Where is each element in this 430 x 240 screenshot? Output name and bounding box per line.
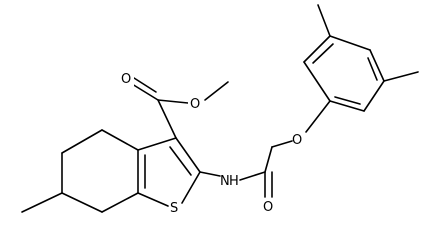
bond (204, 81, 229, 101)
amide-carbonyl-oxygen-label: O (263, 200, 273, 215)
ester-carbonyl-oxygen-label: O (121, 72, 131, 87)
amide-linker (199, 100, 331, 198)
bond (312, 43, 334, 64)
molecule-drawing: O O S N H O O (21, 4, 419, 216)
structure-canvas: O O S N H O O (21, 4, 419, 216)
bond (61, 129, 103, 154)
thiophene-ring (137, 137, 201, 207)
bond (334, 96, 361, 105)
methyl-bond (383, 71, 419, 82)
bond (133, 77, 157, 93)
bond (181, 171, 201, 204)
atom-labels: O O S N H O O (120, 70, 302, 216)
bond (305, 100, 331, 133)
thiophene-sulfur-label: S (170, 201, 178, 216)
bond (369, 49, 385, 82)
bond (303, 35, 331, 63)
bond (137, 137, 177, 151)
ester-ether-oxygen-label: O (190, 97, 200, 112)
bond (101, 129, 139, 151)
bond (329, 35, 371, 51)
methyl-bond (21, 192, 63, 213)
bond (303, 61, 331, 102)
amide-nitrogen-label: N (220, 174, 230, 189)
bond (199, 171, 221, 177)
bond (157, 99, 189, 104)
bond (271, 140, 293, 148)
amide-hydrogen-label: H (229, 174, 239, 189)
bond (169, 146, 192, 176)
methyl-ester (131, 77, 229, 139)
bond (101, 192, 139, 213)
methyl-bond (317, 4, 331, 37)
bond (61, 192, 103, 213)
bond (239, 171, 266, 181)
bond (131, 83, 159, 101)
bond (329, 100, 365, 112)
bond (367, 57, 378, 81)
bond (137, 192, 169, 207)
bond (264, 146, 273, 173)
bond (363, 80, 385, 112)
aryl-ether-oxygen-label: O (292, 133, 302, 148)
bond (157, 99, 177, 139)
dimethylphenyl-ring (303, 4, 419, 112)
cyclohexene-ring (21, 129, 139, 213)
bond (175, 137, 201, 173)
